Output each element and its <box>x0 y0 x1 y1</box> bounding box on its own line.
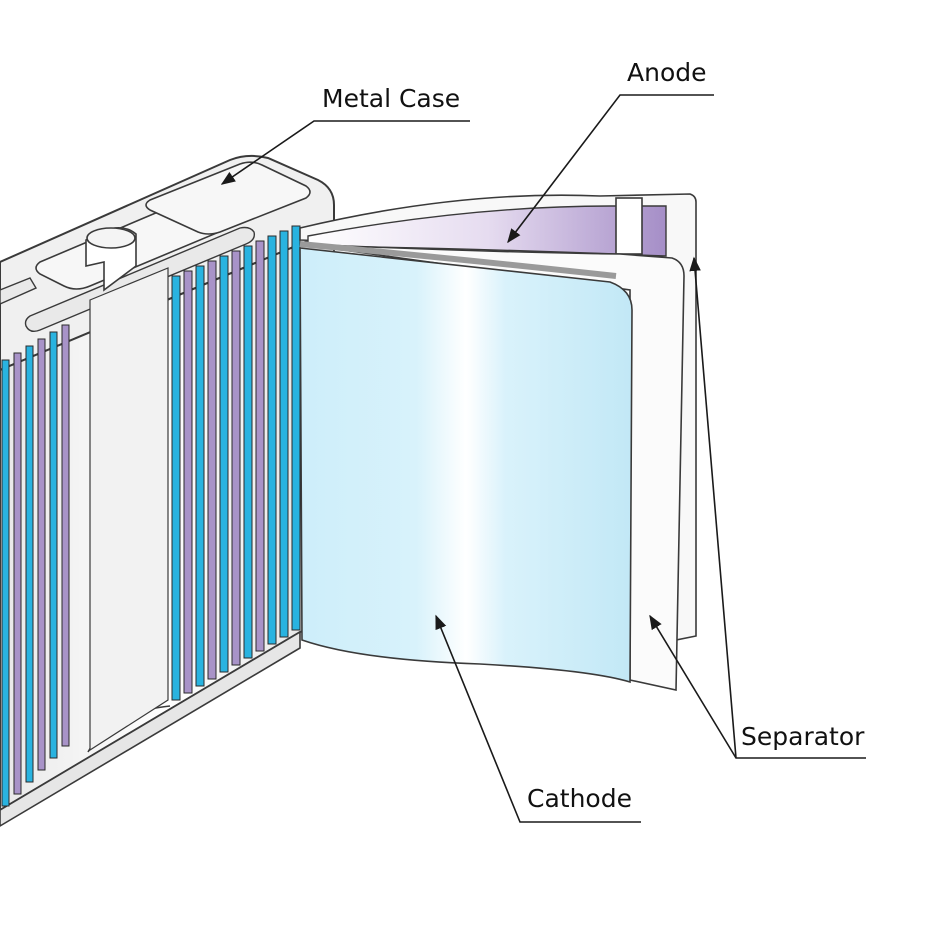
anode-leader <box>507 94 714 244</box>
electrode-stack-left <box>1 324 70 807</box>
separator-sheet-front <box>299 243 685 691</box>
electrode-strip <box>219 255 229 673</box>
leader-lines <box>220 94 866 823</box>
electrode-strip <box>267 235 277 645</box>
cathode-leader <box>435 614 641 823</box>
anode-label: Anode <box>627 58 707 87</box>
anode-sheet <box>307 197 667 257</box>
electrode-strip <box>183 270 193 694</box>
electrode-strip <box>195 265 205 687</box>
electrode-strip <box>243 245 253 659</box>
electrode-strip <box>37 338 46 771</box>
cathode-sheet <box>299 241 633 684</box>
separator-leader-2 <box>689 256 737 759</box>
electrode-strip <box>13 352 22 795</box>
anode-tab <box>615 197 643 255</box>
electrode-strip <box>49 331 58 759</box>
electrode-strip <box>171 275 181 701</box>
electrode-strip <box>207 260 217 680</box>
electrode-strip <box>255 240 265 652</box>
electrode-strip <box>291 225 301 631</box>
electrode-strip <box>231 250 241 666</box>
electrode-strip <box>61 324 70 747</box>
metal-case-leader <box>220 120 470 185</box>
electrode-strip <box>1 359 10 807</box>
electrode-stack-right <box>171 225 301 701</box>
electrode-strip <box>25 345 34 783</box>
separator-label: Separator <box>741 722 865 751</box>
metal-case-label: Metal Case <box>322 84 461 113</box>
cathode-label: Cathode <box>527 784 632 813</box>
electrode-strip <box>279 230 289 638</box>
